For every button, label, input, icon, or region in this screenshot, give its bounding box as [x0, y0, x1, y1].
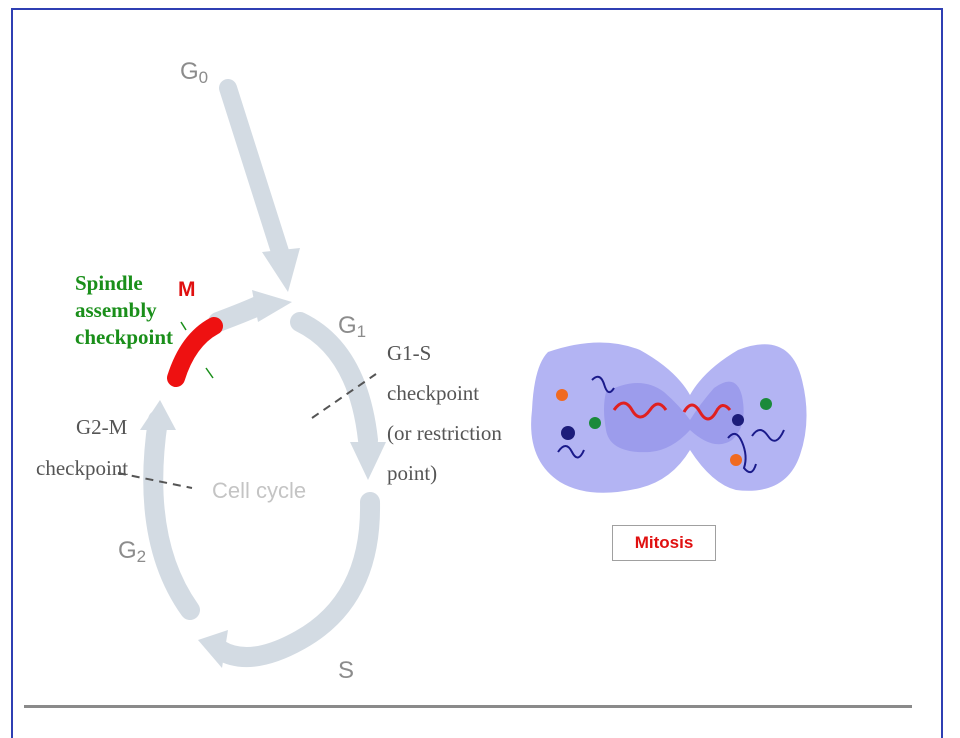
g0-entry-arrow: [219, 79, 300, 292]
g1-to-s-arrow: [290, 312, 378, 450]
s-g2-arrowhead: [198, 630, 228, 668]
dot-orange-right: [730, 454, 742, 466]
g2-to-m-arrow: [143, 410, 200, 620]
s-label: S: [338, 657, 355, 684]
spindle-region: [604, 381, 744, 453]
g2m-checkpoint-label-line2: checkpoint: [36, 456, 129, 480]
spindle-tick-bottom: [205, 367, 214, 379]
cell-cycle-label: Cell cycle: [212, 478, 307, 503]
chromosome-right: [682, 403, 732, 421]
dot-green-left: [589, 417, 601, 429]
mitosis-phase-arc: [167, 317, 223, 387]
dividing-cell: [531, 342, 807, 493]
dot-navy-right: [732, 414, 744, 426]
g1s-checkpoint-label: G1-S checkpoint (or restriction point): [387, 341, 502, 485]
dot-green-right: [760, 398, 772, 410]
slide-frame: [11, 8, 943, 738]
m-label: M: [178, 278, 196, 301]
bottom-divider: [24, 705, 912, 708]
g0-label: G0: [180, 58, 209, 87]
mitosis-caption: Mitosis: [634, 533, 694, 552]
spindle-checkpoint-label: Spindle assembly checkpoint: [75, 271, 174, 349]
s-to-g2-arrow: [210, 492, 381, 668]
g2-label: G2: [118, 537, 147, 566]
squiggle-2: [557, 445, 585, 459]
g1-label: G1: [338, 312, 367, 341]
g1-s-arrowhead: [350, 442, 386, 480]
squiggle-3: [751, 429, 785, 442]
dot-navy-left: [561, 426, 575, 440]
spindle-tick-top: [180, 321, 187, 331]
g2m-checkpoint-label-line1: G2-M: [76, 415, 128, 439]
dot-orange-left: [556, 389, 568, 401]
cell-cycle-diagram: [117, 79, 807, 668]
mitosis-caption-box: Mitosis: [612, 525, 716, 561]
squiggle-1: [591, 375, 615, 394]
g2m-leader: [117, 472, 193, 489]
squiggle-4: [727, 432, 757, 474]
chromosome-left: [612, 401, 668, 419]
m-g1-arrowhead: [252, 290, 292, 322]
g2-m-arrowhead: [140, 400, 176, 430]
